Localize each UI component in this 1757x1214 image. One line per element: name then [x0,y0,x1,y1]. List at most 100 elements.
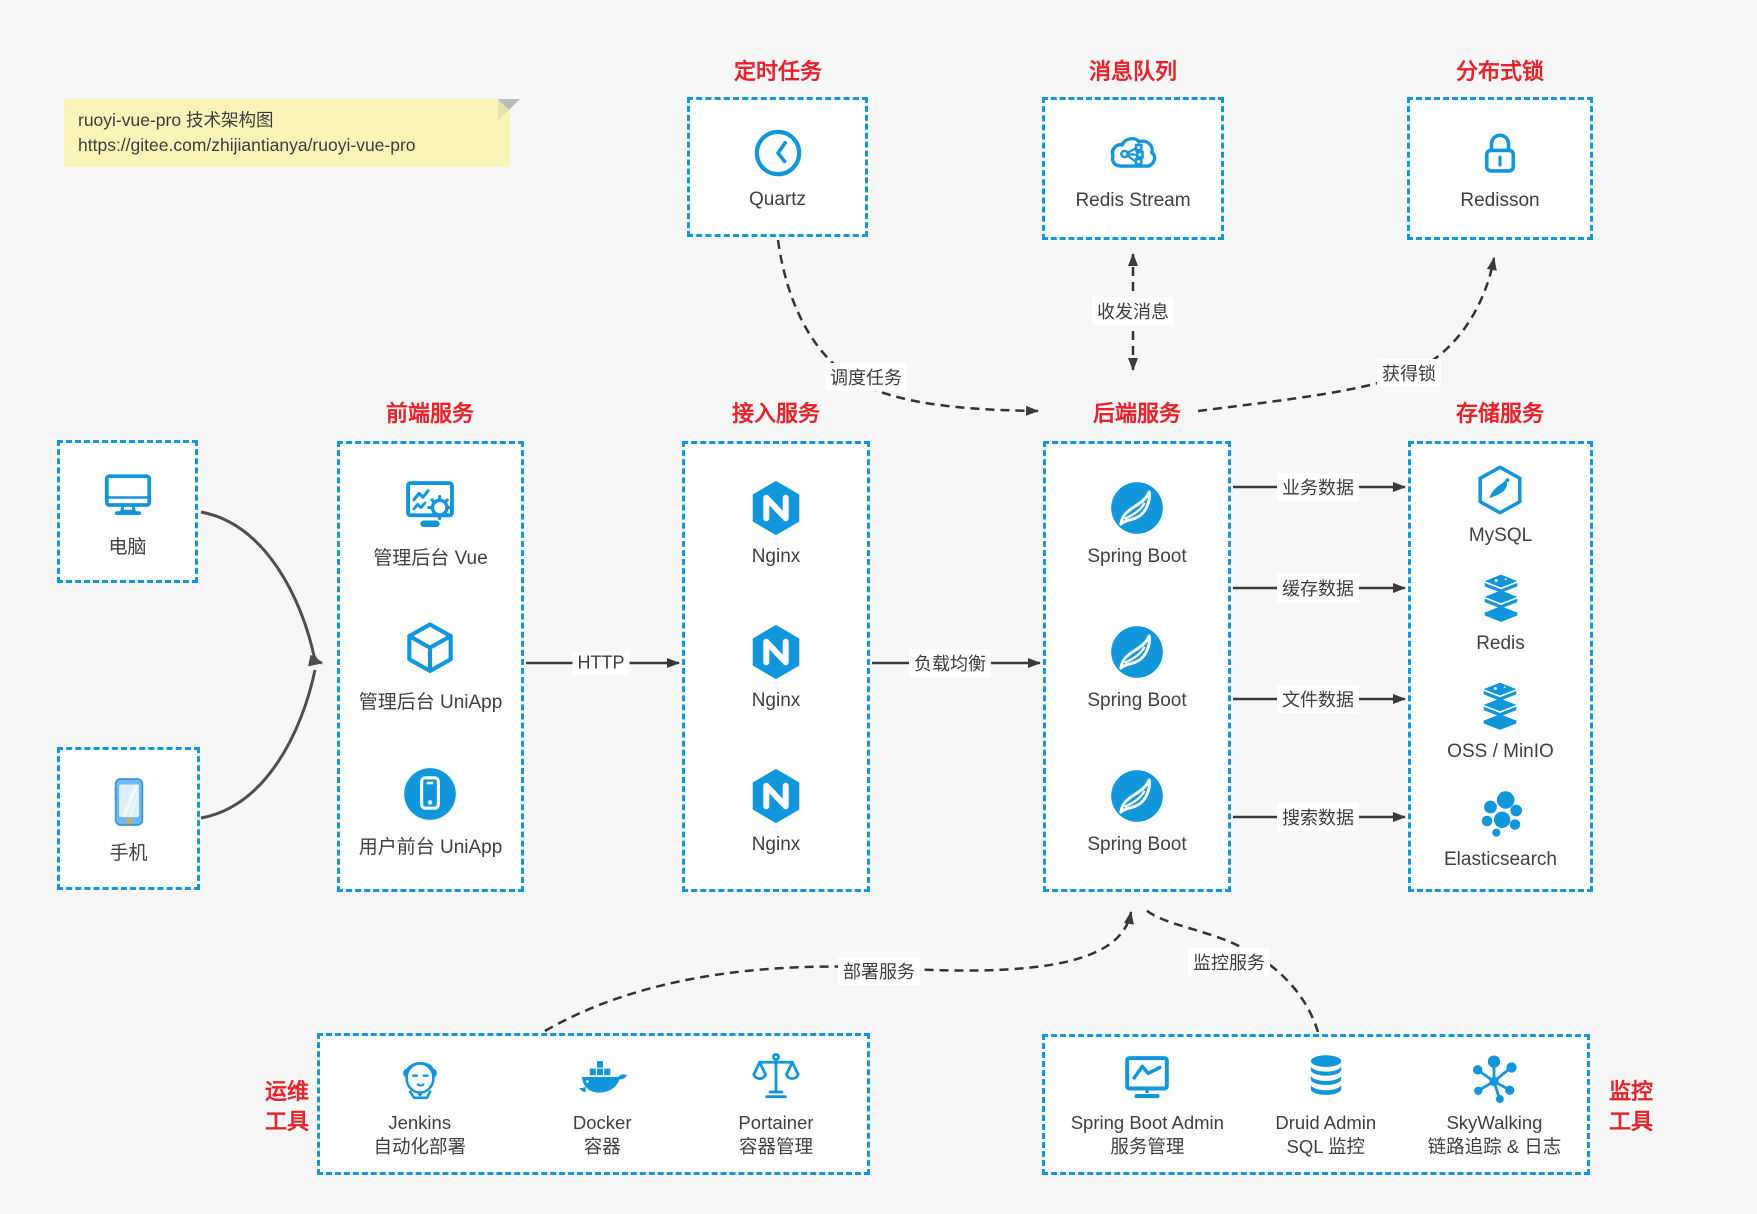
node-label: Nginx [751,689,801,711]
title-distributed-lock: 分布式锁 [1455,59,1544,84]
title-scheduled-task: 定时任务 [733,59,822,84]
monitor-chart-icon [1125,1056,1170,1099]
node-label: Nginx [751,834,801,856]
topology-icon [1473,1055,1518,1103]
edge-label-file-data: 文件数据 [1277,685,1359,713]
edge-computer-to-frontend [200,510,323,667]
edge-label-monitor-service: 监控服务 [1188,948,1270,976]
mobile-app-icon [404,767,457,820]
node-nginx-2: Nginx [745,621,807,712]
node-label: 管理后台 UniApp [358,692,503,714]
cloud-share-icon [1110,137,1157,168]
node-druid-admin: Druid Admin SQL 监控 [1275,1050,1376,1159]
title-backend-service: 后端服务 [1092,401,1181,426]
nginx-icon [752,624,800,680]
database-icon [1310,1055,1341,1095]
edge-label-load-balance: 负载均衡 [909,649,991,677]
docker-whale-icon [579,1060,628,1093]
box-backend: Spring Boot Spring Boot Spring Boot [1043,441,1231,892]
node-redisson: Redisson [1460,125,1540,212]
node-jenkins: Jenkins 自动化部署 [373,1050,466,1159]
node-admin-vue: 管理后台 Vue [373,474,488,570]
node-label: Redis Stream [1075,190,1191,211]
node-nginx-1: Nginx [745,477,807,568]
node-redis: Redis [1473,570,1529,655]
node-label: 用户前台 UniApp [358,836,503,858]
spring-icon [1111,770,1163,823]
node-label: 手机 [109,842,148,864]
edge-label-schedule-task: 调度任务 [825,363,907,391]
box-redis-stream: Redis Stream [1042,97,1224,240]
mysql-icon [1478,465,1523,515]
node-label: Druid Admin SQL 监控 [1275,1112,1377,1157]
node-elasticsearch: Elasticsearch [1444,786,1557,871]
node-label: Quartz [748,188,807,210]
node-label: Spring Boot [1087,545,1187,567]
box-phone: 手机 [57,747,200,890]
node-label: Redis [1476,632,1525,654]
box-monitor-tools: Spring Boot Admin 服务管理 Druid Admin SQL 监… [1042,1034,1590,1175]
lock-icon [1484,133,1516,173]
edge-label-deploy-service: 部署服务 [838,957,920,985]
node-springboot-1: Spring Boot [1087,477,1187,568]
title-monitor-tools: 监控 工具 [1608,1079,1653,1134]
node-phone: 手机 [100,773,158,865]
edge-phone-to-frontend [200,669,317,820]
note-title: ruoyi-vue-pro 技术架构图 [78,110,274,130]
node-portainer: Portainer 容器管理 [738,1050,814,1159]
node-label: Redisson [1460,190,1540,211]
title-frontend-service: 前端服务 [385,401,474,426]
jenkins-icon [402,1061,437,1099]
title-access-service: 接入服务 [731,401,820,426]
box-computer: 电脑 [57,440,198,583]
node-label: MySQL [1468,524,1533,546]
edge-label-acquire-lock: 获得锁 [1377,359,1441,387]
node-docker: Docker 容器 [573,1050,632,1159]
node-label: Jenkins 自动化部署 [373,1111,466,1157]
admin-screen-gear-icon [406,481,455,528]
note-url: https://gitee.com/zhijiantianya/ruoyi-vu… [78,135,416,155]
node-label: Spring Boot [1087,689,1187,711]
spring-icon [1111,626,1163,678]
box-storage: MySQL Redis OSS / Mi [1408,441,1593,892]
edge-label-cache-data: 缓存数据 [1277,574,1359,602]
node-quartz: Quartz [749,124,807,211]
redis-stack-icon [1484,574,1517,622]
node-label: OSS / MinIO [1447,741,1554,763]
node-label: Portainer 容器管理 [738,1111,814,1157]
note-fold-corner [498,99,520,121]
title-ops-tools: 运维 工具 [264,1079,309,1134]
scales-icon [752,1052,800,1098]
node-springboot-3: Spring Boot [1087,765,1187,856]
node-label: Elasticsearch [1444,849,1557,871]
node-nginx-3: Nginx [745,765,807,856]
edge-schedule-task [776,239,1039,416]
sticky-note: ruoyi-vue-pro 技术架构图 https://gitee.com/zh… [64,99,520,167]
node-computer: 电脑 [98,465,158,559]
edge-label-biz-data: 业务数据 [1277,473,1359,501]
edge-label-message: 收发消息 [1092,297,1174,325]
node-user-uniapp: 用户前台 UniApp [358,763,503,859]
spring-icon [1111,481,1163,534]
edge-label-search-data: 搜索数据 [1277,803,1359,831]
node-label: Nginx [751,545,801,567]
cube-icon [407,622,454,674]
edge-label-http: HTTP [572,651,630,675]
clock-icon [754,129,801,176]
box-frontend: 管理后台 Vue 管理后台 UniApp 用户前台 UniApp [337,441,524,892]
nginx-icon [752,480,800,535]
title-message-queue: 消息队列 [1088,59,1177,84]
node-oss-minio: OSS / MinIO [1447,678,1554,763]
desktop-icon [104,473,151,515]
node-redis-stream: Redis Stream [1075,125,1191,212]
node-label: Docker 容器 [572,1111,632,1157]
nginx-icon [752,769,800,824]
box-quartz: Quartz [687,97,868,237]
edge-acquire-lock [1197,257,1497,413]
node-admin-uniapp: 管理后台 UniApp [358,618,503,714]
node-mysql: MySQL [1469,462,1532,547]
box-redisson: Redisson [1407,97,1593,240]
node-label: 管理后台 Vue [373,548,488,570]
elasticsearch-icon [1481,791,1522,838]
